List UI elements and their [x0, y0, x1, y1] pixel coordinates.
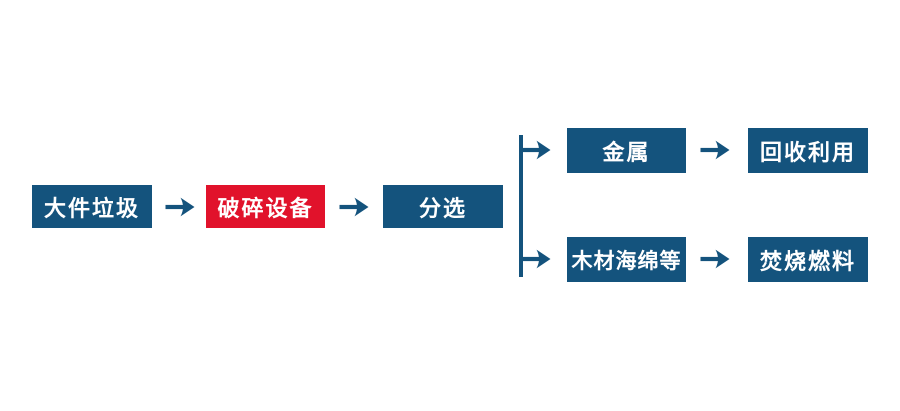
arrow-right-icon: [521, 247, 551, 271]
branch-connector-line: [519, 135, 523, 277]
node-wood-sponge: 木材海绵等: [567, 237, 686, 282]
arrow-right-icon: [339, 195, 369, 219]
node-crushing-equipment: 破碎设备: [206, 185, 325, 228]
node-metal: 金属: [567, 128, 686, 173]
arrow-right-icon: [700, 247, 730, 271]
node-recycling: 回收利用: [748, 128, 868, 173]
node-sorting: 分选: [383, 185, 503, 228]
node-incineration-fuel: 焚烧燃料: [748, 237, 868, 282]
arrow-right-icon: [700, 138, 730, 162]
arrow-right-icon: [165, 195, 195, 219]
node-bulky-waste: 大件垃圾: [32, 185, 152, 228]
arrow-right-icon: [521, 138, 551, 162]
